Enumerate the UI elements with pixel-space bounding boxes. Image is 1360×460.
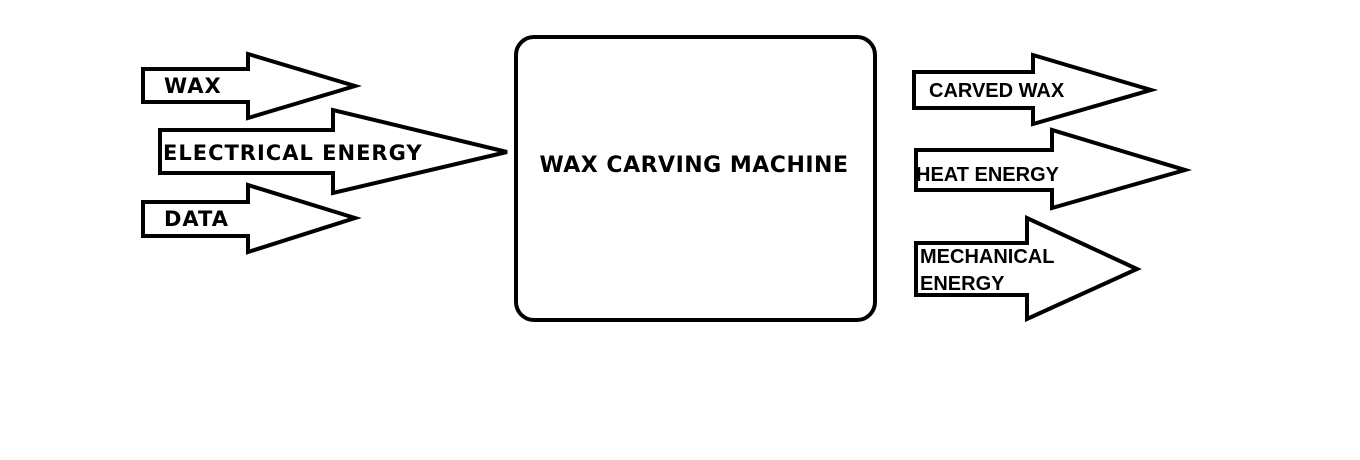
input-arrow-wax-shape (141, 51, 362, 121)
input-arrow-electrical-energy: ELECTRICAL ENERGY (158, 107, 508, 196)
input-arrow-wax: WAX (141, 51, 362, 121)
input-arrow-electrical-energy-shape (158, 107, 508, 196)
output-arrow-mechanical-energy-shape (914, 214, 1142, 323)
input-label-wax: WAX (164, 74, 222, 98)
output-label-carved-wax: CARVED WAX (929, 80, 1065, 102)
output-arrow-carved-wax: CARVED WAX (912, 52, 1159, 127)
input-label-data: DATA (164, 207, 229, 231)
process-box (514, 35, 877, 322)
output-arrow-mechanical-energy: MECHANICAL ENERGY (914, 214, 1142, 323)
output-arrow-heat-energy-shape (914, 127, 1193, 211)
output-arrow-carved-wax-shape (912, 52, 1159, 127)
output-arrow-heat-energy: HEAT ENERGY (914, 127, 1193, 211)
output-label-heat-energy: HEAT ENERGY (916, 164, 1060, 186)
input-arrow-data: DATA (141, 182, 362, 255)
output-label-mechanical-energy-line2: ENERGY (920, 273, 1005, 295)
output-label-mechanical-energy-line1: MECHANICAL (920, 246, 1054, 268)
input-label-electrical-energy: ELECTRICAL ENERGY (163, 141, 423, 165)
input-arrow-data-shape (141, 182, 362, 255)
process-box-label: WAX CARVING MACHINE (540, 153, 849, 178)
